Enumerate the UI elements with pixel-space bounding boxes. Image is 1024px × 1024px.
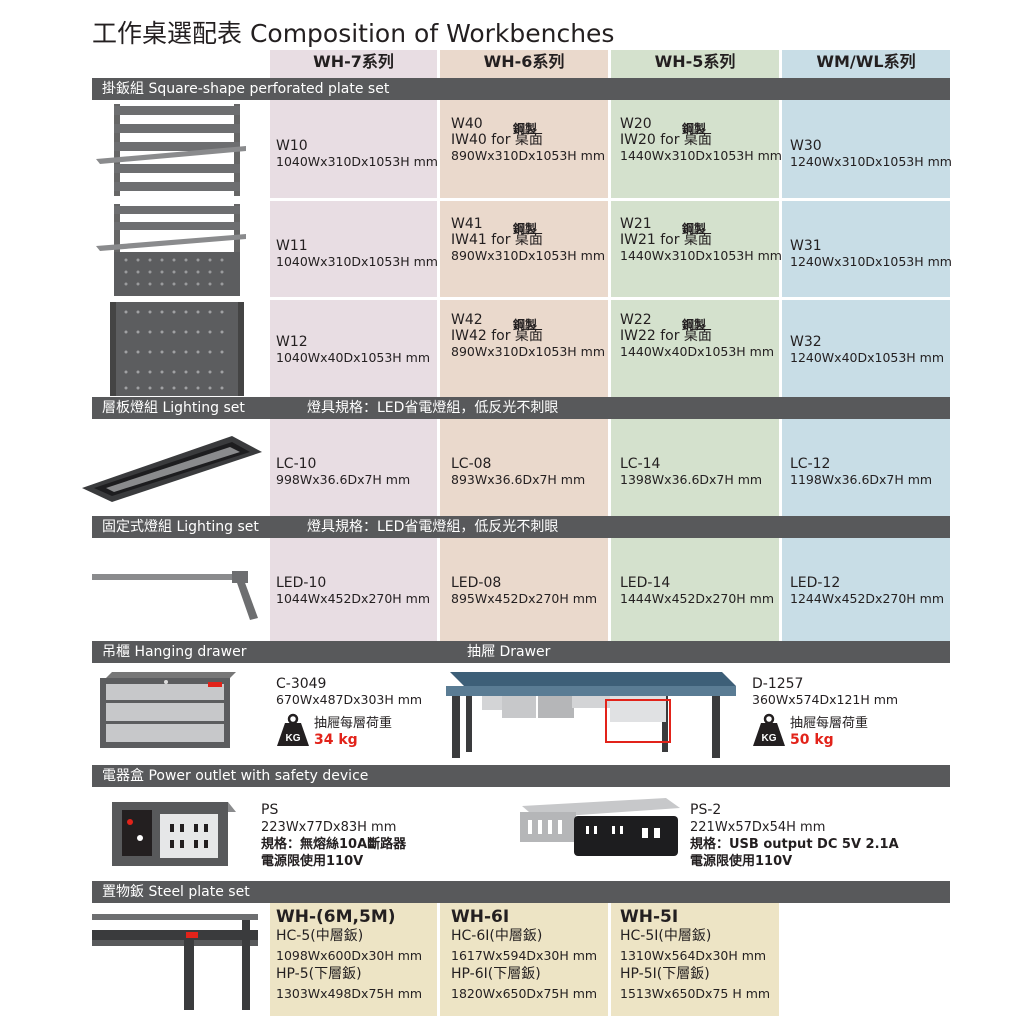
section-plate: 掛鈑組 Square-shape perforated plate set <box>92 78 950 100</box>
column-bg-wh6 <box>440 50 608 642</box>
steel-bg-wh5 <box>611 903 779 1016</box>
column-header-wh7: WH-7系列 <box>313 52 394 71</box>
power-outlet-ps2-image <box>520 798 680 856</box>
steel-plate-image <box>92 914 258 1010</box>
column-header-wh5: WH-5系列 <box>654 52 736 71</box>
row-divider <box>270 198 950 201</box>
column-header-wmwl: WM/WL系列 <box>816 52 916 71</box>
steel-bg-wh6 <box>440 903 608 1016</box>
steel-cell-wh6: WH-6I HC-6I(中層鈑) 1617Wx594Dx30H mm HP-6I… <box>451 907 598 1002</box>
fixed-lighting-image <box>92 571 258 620</box>
column-bg-wh5 <box>611 50 779 642</box>
page-title: 工作桌選配表 Composition of Workbenches <box>92 19 615 48</box>
column-bg-wh7 <box>270 50 437 642</box>
plate-set-image-2 <box>96 204 246 296</box>
drawer-workbench-image <box>446 672 736 758</box>
svg-text:KG: KG <box>286 733 301 744</box>
drawer-load: 抽屜每層荷重 50 kg <box>790 716 869 748</box>
hanging-drawer-load: 抽屜每層荷重 34 kg <box>314 716 393 748</box>
drawer-spec: D-1257 360Wx574Dx121H mm <box>752 676 899 707</box>
power-outlet-ps2-spec: PS-2 221Wx57Dx54H mm 規格：USB output DC 5V… <box>690 802 899 869</box>
section-power: 電器盒 Power outlet with safety device <box>92 765 950 787</box>
plate-set-image-3 <box>110 302 244 396</box>
plate-set-image-1 <box>96 104 246 196</box>
column-bg-wmwl <box>782 50 950 642</box>
steel-bg-wh7 <box>270 903 437 1016</box>
svg-text:KG: KG <box>762 733 777 744</box>
lighting-set-image <box>82 436 262 502</box>
steel-cell-wh7: WH-(6M,5M) HC-5(中層鈑) 1098Wx600Dx30H mm H… <box>276 907 423 1002</box>
column-header-wh6: WH-6系列 <box>483 52 565 71</box>
weight-icon: KG <box>277 713 309 746</box>
row-divider <box>270 297 950 300</box>
section-steel: 置物鈑 Steel plate set <box>92 881 950 903</box>
weight-icon-drawer: KG <box>753 713 785 746</box>
power-outlet-ps-image <box>112 802 236 866</box>
hanging-drawer-spec: C-3049 670Wx487Dx303H mm <box>276 676 423 707</box>
power-outlet-ps-spec: PS 223Wx77Dx83H mm 規格：無熔絲10A斷路器 電源限使用110… <box>261 802 407 869</box>
steel-cell-wh5: WH-5I HC-5I(中層鈑) 1310Wx564Dx30H mm HP-5I… <box>620 907 771 1002</box>
hanging-drawer-image <box>100 672 236 748</box>
